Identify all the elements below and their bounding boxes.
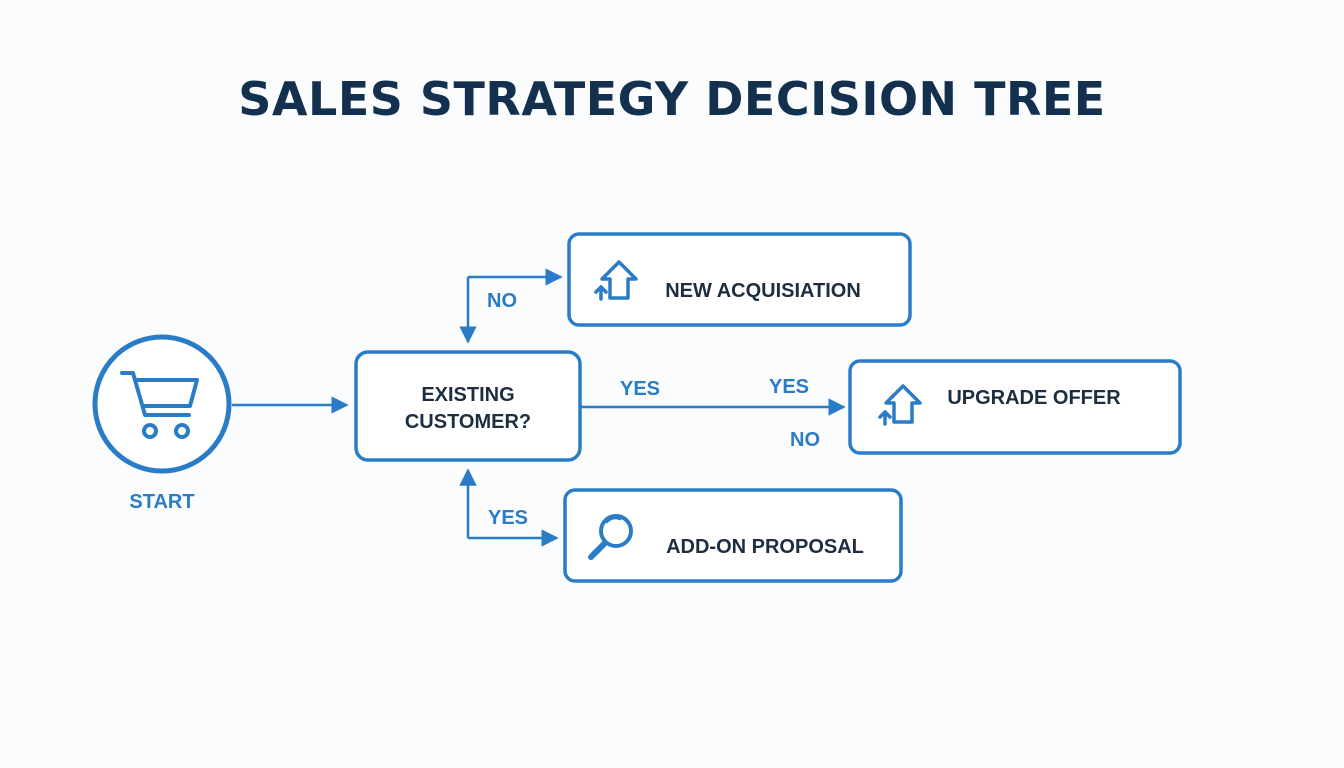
edge-decision-to-new-acquisition bbox=[459, 268, 563, 344]
edge-label-no-top: NO bbox=[487, 290, 517, 312]
page-title: SALES STRATEGY DECISION TREE bbox=[238, 72, 1106, 126]
decision-node-existing-customer: EXISTING CUSTOMER? bbox=[354, 350, 582, 462]
start-node: START bbox=[92, 334, 232, 513]
decision-label-line-1: EXISTING bbox=[421, 384, 514, 406]
edge-decision-to-addon-proposal bbox=[459, 468, 559, 547]
upgrade-offer-label: UPGRADE OFFER bbox=[947, 387, 1121, 409]
start-label: START bbox=[129, 491, 194, 513]
outcome-node-addon-proposal: ADD-ON PROPOSAL bbox=[563, 488, 903, 583]
shopping-cart-icon bbox=[120, 371, 199, 439]
edge-label-no-right: NO bbox=[790, 429, 820, 451]
edge-label-yes-bottom: YES bbox=[488, 507, 528, 529]
outcome-node-new-acquisition: NEW ACQUISIATION bbox=[567, 232, 912, 327]
decision-label-line-2: CUSTOMER? bbox=[405, 411, 531, 433]
outcome-node-upgrade-offer: UPGRADE OFFER bbox=[848, 359, 1182, 455]
addon-proposal-label: ADD-ON PROPOSAL bbox=[666, 536, 864, 558]
upload-arrow-icon bbox=[878, 384, 922, 426]
upload-arrow-icon bbox=[594, 260, 638, 301]
edge-label-yes-right: YES bbox=[769, 376, 809, 398]
magnifier-icon bbox=[588, 514, 633, 560]
new-acquisition-label: NEW ACQUISIATION bbox=[665, 280, 861, 302]
edge-label-yes-left: YES bbox=[620, 378, 660, 400]
